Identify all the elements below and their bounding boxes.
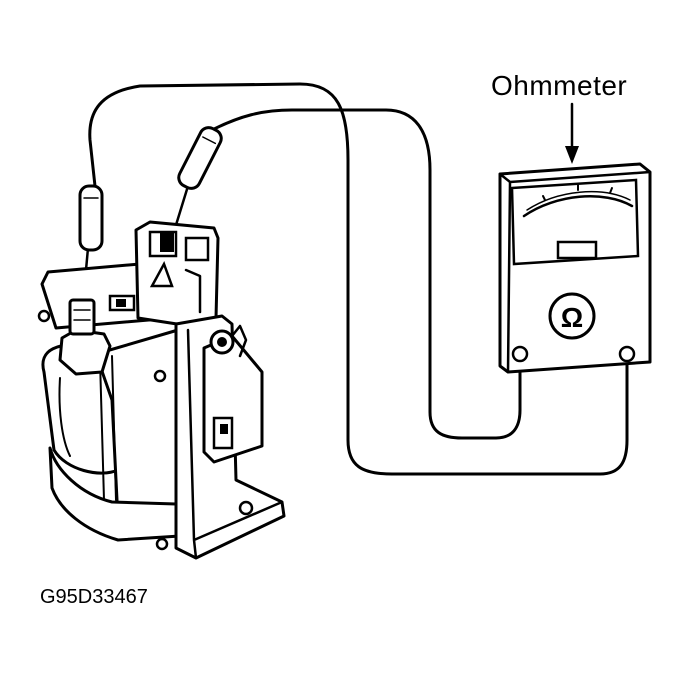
meter-terminal-right [618, 345, 636, 363]
figure-code: G95D33467 [40, 586, 148, 608]
mount-stud-bottom [155, 537, 169, 551]
down-arrow-icon [565, 146, 579, 164]
mount-stud-top-left [37, 309, 51, 323]
plate-mount-hole [238, 500, 254, 516]
ohm-symbol: Ω [561, 302, 583, 333]
meter-needle-pivot [556, 240, 598, 260]
left-probe-handle [78, 184, 104, 252]
connector-latch [149, 260, 174, 288]
outer-test-lead [88, 82, 629, 476]
meter-terminal-left [511, 345, 529, 363]
ohmmeter-label: Ohmmeter [491, 70, 628, 101]
probe-handles [78, 126, 223, 252]
high-tension-terminal [68, 298, 96, 336]
high-tension-nut [58, 328, 112, 376]
ohm-symbol-ring [548, 292, 596, 340]
inner-test-lead [210, 108, 522, 440]
upper-probe-handle [177, 126, 223, 190]
meter-scale-arc [522, 195, 634, 218]
mount-stud-middle [153, 369, 167, 383]
ohmmeter [498, 102, 652, 374]
ignition-coil [37, 220, 286, 560]
